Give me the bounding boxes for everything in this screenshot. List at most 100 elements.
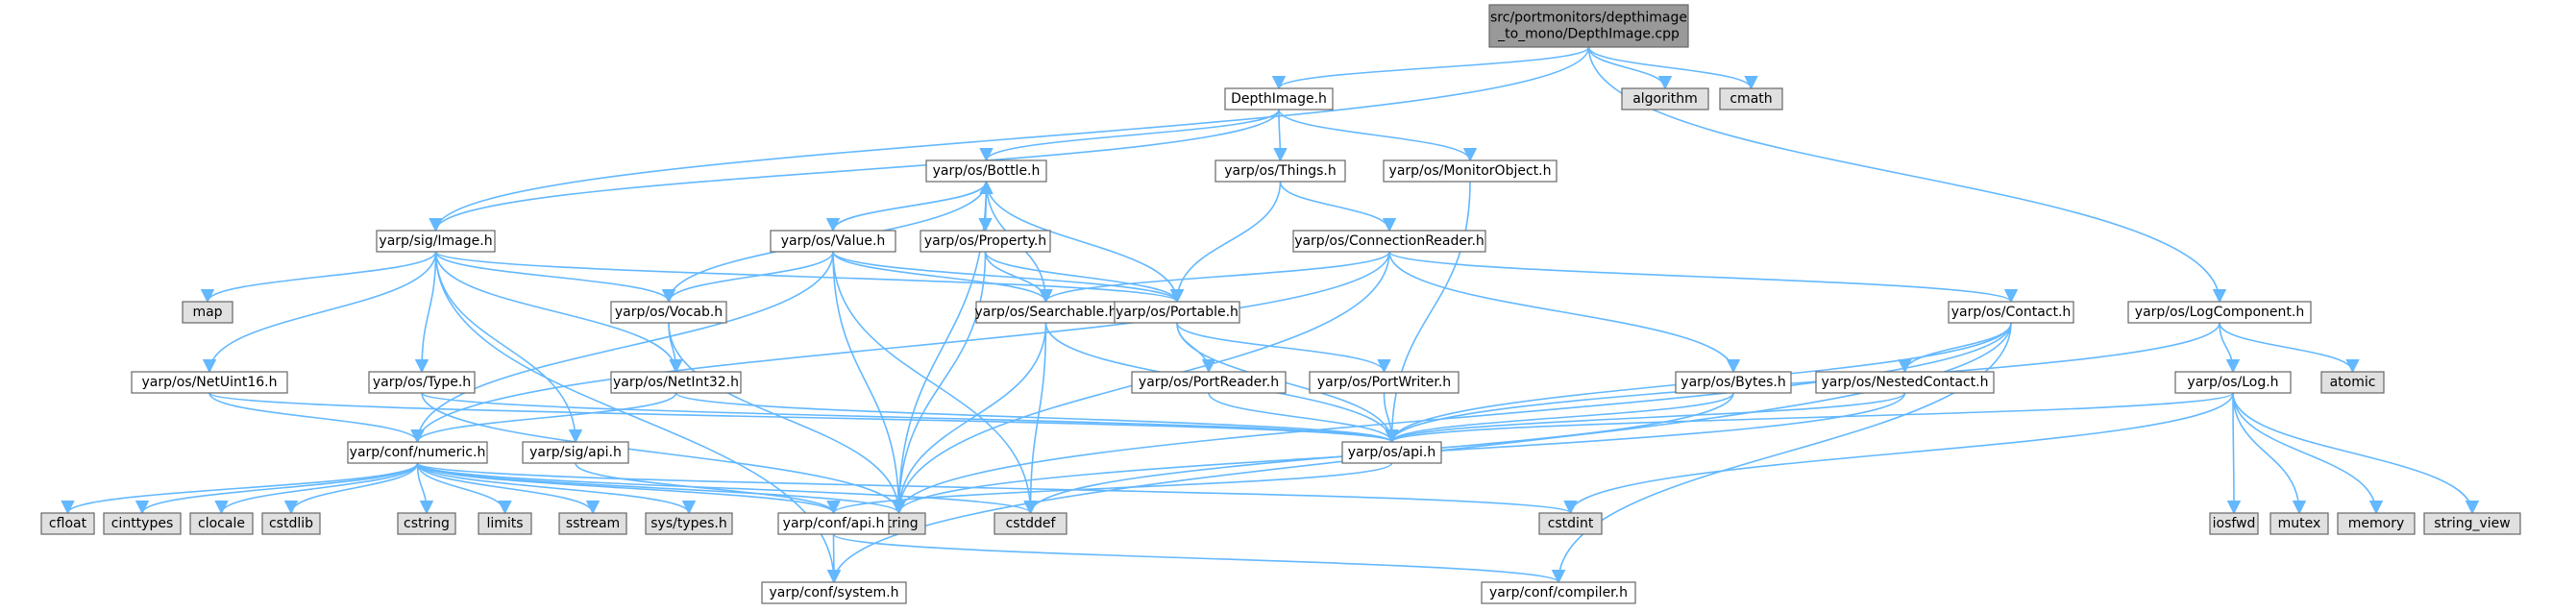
edge-PortReader_h-to-osapi_h: [1208, 392, 1399, 444]
node-LogComponent_h[interactable]: yarp/os/LogComponent.h: [2127, 301, 2312, 324]
edge-numeric_h-to-cstring: [416, 462, 434, 515]
node-box-osapi_h: [1341, 441, 1442, 464]
node-box-Portable_h: [1114, 301, 1240, 324]
node-NetInt32_h[interactable]: yarp/os/NetInt32.h: [610, 371, 742, 394]
node-cinttypes: cinttypes: [103, 512, 182, 535]
node-root[interactable]: src/portmonitors/depthimage_to_mono/Dept…: [1488, 4, 1689, 48]
edge-numeric_h-to-systypes_h: [416, 462, 697, 515]
node-Image_h[interactable]: yarp/sig/Image.h: [376, 230, 496, 253]
node-string_view: string_view: [2423, 512, 2521, 535]
edge-DepthImage_h-to-Things_h: [1273, 109, 1288, 162]
node-label-clocale: clocale: [198, 516, 245, 531]
node-box-cmath: [1719, 87, 1783, 110]
node-Portable_h[interactable]: yarp/os/Portable.h: [1114, 301, 1240, 324]
node-label-Vocab_h: yarp/os/Vocab.h: [615, 305, 723, 320]
edge-LogComponent_h-to-atomic: [2219, 322, 2360, 374]
edge-Searchable_h-to-string: [892, 322, 1047, 515]
node-box-Value_h: [770, 230, 896, 253]
node-label-iosfwd: iosfwd: [2213, 516, 2256, 531]
node-algorithm: algorithm: [1621, 87, 1709, 110]
edge-Value_h-to-cstddef: [832, 251, 1038, 515]
node-Searchable_h[interactable]: yarp/os/Searchable.h: [974, 301, 1117, 324]
node-Type_h[interactable]: yarp/os/Type.h: [368, 371, 476, 394]
node-compiler_h[interactable]: yarp/conf/compiler.h: [1481, 581, 1636, 604]
node-system_h[interactable]: yarp/conf/system.h: [761, 581, 907, 604]
node-Bytes_h[interactable]: yarp/os/Bytes.h: [1675, 371, 1792, 394]
node-label-osapi_h: yarp/os/api.h: [1348, 445, 1435, 460]
node-label-NetUint16_h: yarp/os/NetUint16.h: [141, 375, 277, 390]
node-box-sstream: [558, 512, 627, 535]
node-label-Bottle_h: yarp/os/Bottle.h: [933, 163, 1041, 179]
node-box-cfloat: [40, 512, 95, 535]
node-box-cstring: [397, 512, 456, 535]
edge-ConnectionReader_h-to-Bytes_h: [1388, 251, 1741, 374]
node-box-systypes_h: [645, 512, 733, 535]
edge-Value_h-to-string: [832, 251, 906, 515]
node-box-sigapi_h: [522, 441, 629, 464]
node-box-NetUint16_h: [131, 371, 288, 394]
node-label-string_view: string_view: [2434, 516, 2510, 531]
node-Vocab_h[interactable]: yarp/os/Vocab.h: [610, 301, 727, 324]
node-label-Image_h: yarp/sig/Image.h: [379, 233, 492, 249]
node-memory: memory: [2337, 512, 2416, 535]
edge-Things_h-to-Portable_h: [1169, 181, 1282, 304]
node-Log_h[interactable]: yarp/os/Log.h: [2174, 371, 2292, 394]
edge-Log_h-to-memory: [2232, 392, 2384, 515]
edge-ConnectionReader_h-to-Searchable_h: [1039, 251, 1390, 304]
node-label-Bytes_h: yarp/os/Bytes.h: [1681, 375, 1785, 390]
node-box-Log_h: [2174, 371, 2292, 394]
node-box-ConnectionReader_h: [1292, 230, 1486, 253]
node-label-MonitorObject_h: yarp/os/MonitorObject.h: [1389, 163, 1552, 179]
node-osapi_h[interactable]: yarp/os/api.h: [1341, 441, 1442, 464]
node-ConnectionReader_h[interactable]: yarp/os/ConnectionReader.h: [1292, 230, 1486, 253]
node-box-PortReader_h: [1131, 371, 1287, 394]
edge-Property_h-to-Portable_h: [984, 251, 1185, 304]
edge-NetUint16_h-to-osapi_h: [209, 392, 1399, 444]
edge-LogComponent_h-to-osapi_h: [1385, 322, 2220, 444]
node-sstream: sstream: [558, 512, 627, 535]
node-PortReader_h[interactable]: yarp/os/PortReader.h: [1131, 371, 1287, 394]
node-confapi_h[interactable]: yarp/conf/api.h: [777, 512, 890, 535]
node-MonitorObject_h[interactable]: yarp/os/MonitorObject.h: [1383, 159, 1558, 183]
edge-Type_h-to-string: [421, 392, 906, 515]
node-Property_h[interactable]: yarp/os/Property.h: [920, 230, 1051, 253]
edge-Value_h-to-numeric_h: [410, 251, 834, 444]
edge-numeric_h-to-cstdint: [416, 462, 1578, 515]
node-box-mutex: [2269, 512, 2329, 535]
node-box-Bottle_h: [925, 159, 1047, 183]
node-box-string_view: [2423, 512, 2521, 535]
node-box-LogComponent_h: [2127, 301, 2312, 324]
node-cfloat: cfloat: [40, 512, 95, 535]
node-Things_h[interactable]: yarp/os/Things.h: [1214, 159, 1346, 183]
node-DepthImage_h[interactable]: DepthImage.h: [1224, 87, 1334, 110]
node-sigapi_h[interactable]: yarp/sig/api.h: [522, 441, 629, 464]
node-numeric_h[interactable]: yarp/conf/numeric.h: [347, 441, 488, 464]
edge-numeric_h-to-clocale: [214, 462, 419, 515]
node-label-cinttypes: cinttypes: [111, 516, 174, 531]
node-NetUint16_h[interactable]: yarp/os/NetUint16.h: [131, 371, 288, 394]
node-label-cmath: cmath: [1730, 91, 1772, 107]
node-NestedContact_h[interactable]: yarp/os/NestedContact.h: [1815, 371, 1995, 394]
node-box-NestedContact_h: [1815, 371, 1995, 394]
node-box-atomic: [2320, 371, 2385, 394]
node-label-confapi_h: yarp/conf/api.h: [783, 516, 885, 531]
edge-root-to-Image_h: [429, 46, 1590, 233]
node-Contact_h[interactable]: yarp/os/Contact.h: [1948, 301, 2074, 324]
node-cstdint: cstdint: [1538, 512, 1603, 535]
edge-sigapi_h-to-confapi_h: [575, 462, 841, 515]
edge-numeric_h-to-sstream: [416, 462, 601, 515]
node-box-iosfwd: [2209, 512, 2259, 535]
edge-Property_h-to-Bottle_h: [979, 180, 994, 232]
edge-DepthImage_h-to-MonitorObject_h: [1278, 109, 1478, 162]
node-box-PortWriter_h: [1309, 371, 1460, 394]
node-label-PortWriter_h: yarp/os/PortWriter.h: [1317, 375, 1451, 390]
edge-Portable_h-to-PortWriter_h: [1176, 322, 1391, 374]
node-Bottle_h[interactable]: yarp/os/Bottle.h: [925, 159, 1047, 183]
node-PortWriter_h[interactable]: yarp/os/PortWriter.h: [1309, 371, 1460, 394]
edge-DepthImage_h-to-Image_h: [429, 109, 1280, 233]
node-label-map: map: [192, 305, 222, 320]
node-atomic: atomic: [2320, 371, 2385, 394]
node-Value_h[interactable]: yarp/os/Value.h: [770, 230, 896, 253]
node-label-root: _to_mono/DepthImage.cpp: [1497, 27, 1680, 42]
